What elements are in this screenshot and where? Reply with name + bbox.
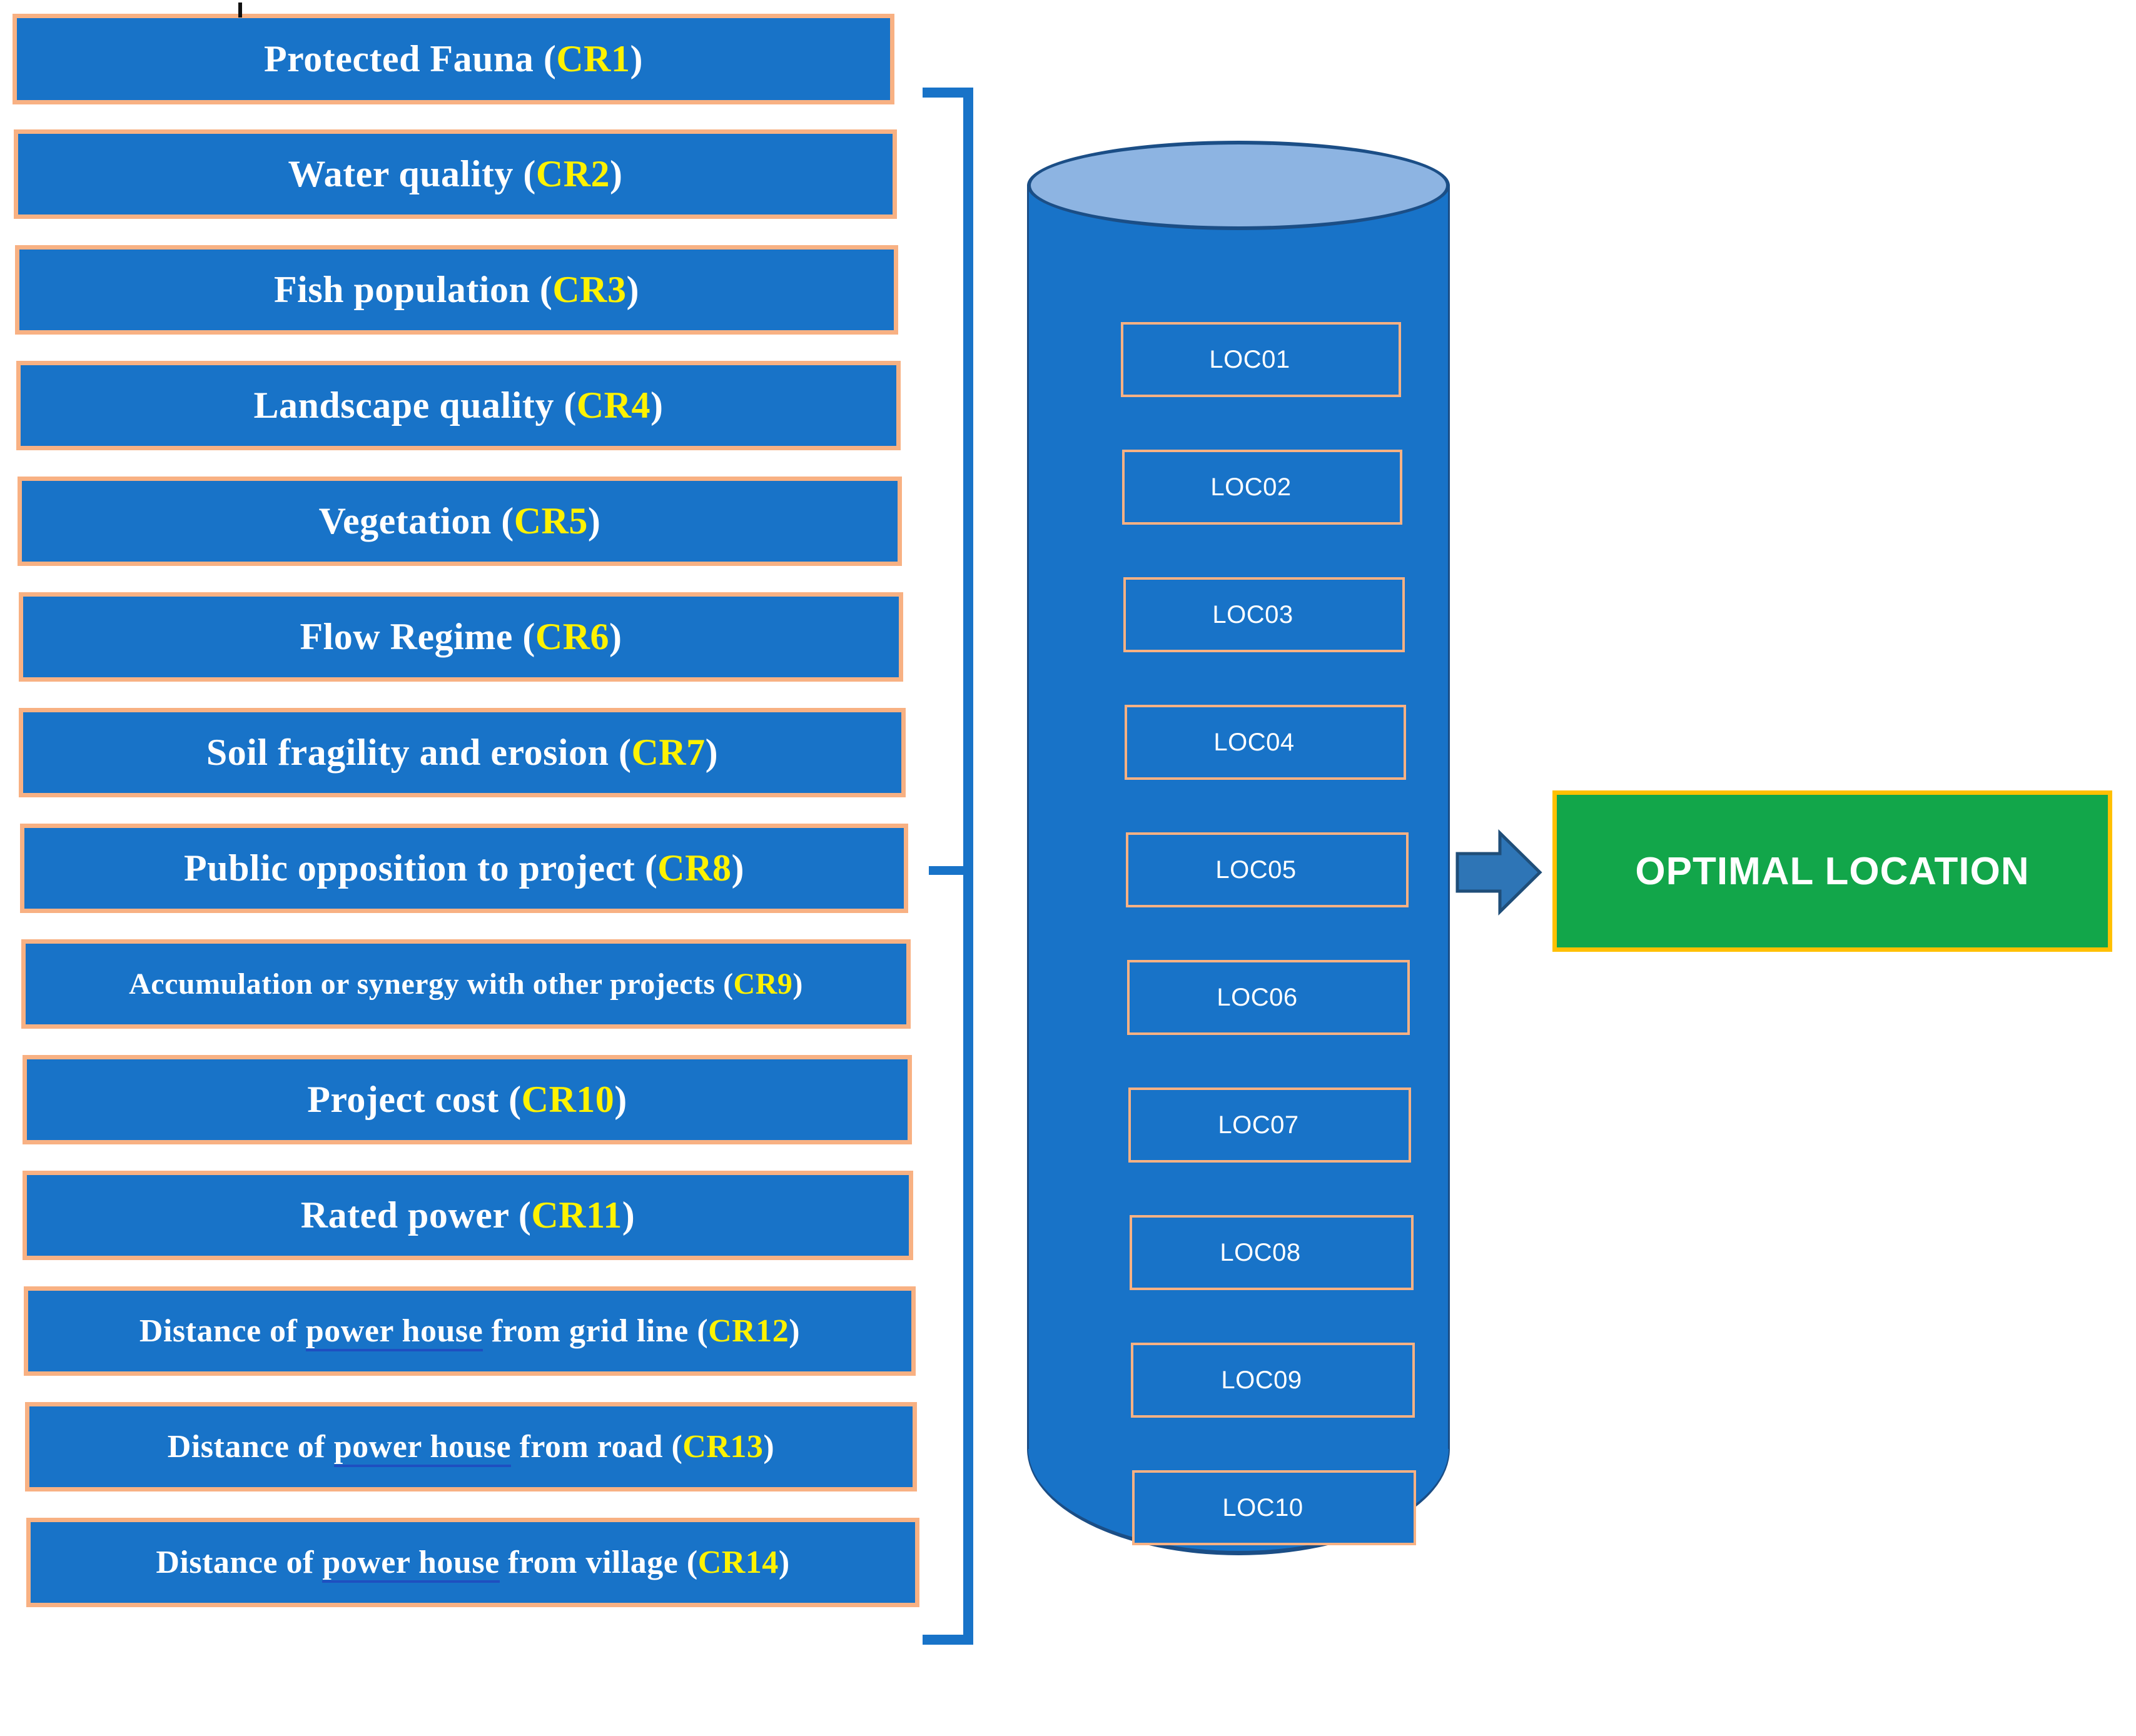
location-label: LOC08 <box>1220 1238 1301 1266</box>
criterion-text: Landscape quality (CR4) <box>253 385 664 426</box>
location-box-loc01: LOC01 <box>1121 322 1401 397</box>
spellcheck-underlined-word: power house <box>305 1313 483 1351</box>
criterion-text: Distance of power house from grid line (… <box>139 1313 800 1351</box>
criterion-text: Protected Fauna (CR1) <box>264 38 643 79</box>
criterion-box-cr5: Vegetation (CR5) <box>18 477 902 566</box>
criterion-code: CR14 <box>697 1545 779 1580</box>
location-box-loc03: LOC03 <box>1123 577 1405 652</box>
criterion-code: CR13 <box>682 1429 764 1465</box>
criterion-text: Soil fragility and erosion (CR7) <box>206 732 719 773</box>
location-box-loc07: LOC07 <box>1128 1088 1411 1163</box>
criterion-box-cr10: Project cost (CR10) <box>23 1055 912 1144</box>
cylinder-sides <box>1027 186 1450 1449</box>
criterion-text: Public opposition to project (CR8) <box>184 847 744 889</box>
spellcheck-underlined-word: power house <box>322 1545 500 1583</box>
criterion-text: Distance of power house from village (CR… <box>156 1544 789 1583</box>
criterion-text: Rated power (CR11) <box>300 1194 635 1236</box>
criterion-box-cr9: Accumulation or synergy with other proje… <box>21 939 911 1029</box>
criterion-text: Project cost (CR10) <box>307 1079 627 1120</box>
criterion-text: Accumulation or synergy with other proje… <box>129 967 803 1001</box>
criterion-box-cr12: Distance of power house from grid line (… <box>24 1286 916 1376</box>
criterion-box-cr7: Soil fragility and erosion (CR7) <box>19 708 906 797</box>
criterion-text: Vegetation (CR5) <box>318 500 601 542</box>
location-label: LOC03 <box>1212 600 1293 628</box>
bracket-spine <box>963 88 973 1645</box>
location-label: LOC10 <box>1222 1493 1303 1522</box>
location-box-loc10: LOC10 <box>1132 1470 1416 1545</box>
location-label: LOC09 <box>1221 1366 1302 1394</box>
location-box-loc02: LOC02 <box>1122 450 1402 525</box>
location-box-loc05: LOC05 <box>1126 832 1409 907</box>
bracket-bottom-arm <box>923 1635 973 1645</box>
criterion-box-cr1: Protected Fauna (CR1) <box>13 14 894 104</box>
optimal-location-label: OPTIMAL LOCATION <box>1635 849 2030 893</box>
bracket-top-arm <box>923 88 973 98</box>
criterion-code: CR2 <box>535 153 610 194</box>
criterion-box-cr2: Water quality (CR2) <box>14 129 897 219</box>
criterion-code: CR7 <box>631 732 706 773</box>
optimal-location-box: OPTIMAL LOCATION <box>1552 790 2112 952</box>
criterion-box-cr14: Distance of power house from village (CR… <box>26 1518 919 1607</box>
criterion-text: Water quality (CR2) <box>288 153 623 194</box>
location-label: LOC05 <box>1215 855 1297 884</box>
location-box-loc09: LOC09 <box>1131 1343 1415 1418</box>
criterion-code: CR9 <box>733 967 793 1001</box>
criterion-box-cr4: Landscape quality (CR4) <box>16 361 901 450</box>
criterion-code: CR3 <box>552 269 627 310</box>
top-tick-mark <box>238 3 242 18</box>
criterion-code: CR10 <box>521 1079 615 1120</box>
location-label: LOC04 <box>1213 728 1295 756</box>
criterion-box-cr8: Public opposition to project (CR8) <box>20 824 908 913</box>
criterion-box-cr3: Fish population (CR3) <box>15 245 898 335</box>
criteria-list: Protected Fauna (CR1) Water quality (CR2)… <box>0 0 938 1736</box>
criterion-box-cr6: Flow Regime (CR6) <box>19 592 903 682</box>
location-box-loc06: LOC06 <box>1127 960 1410 1035</box>
criterion-text: Fish population (CR3) <box>274 269 639 310</box>
criterion-box-cr13: Distance of power house from road (CR13) <box>25 1402 917 1491</box>
location-box-loc04: LOC04 <box>1125 705 1406 780</box>
criterion-box-cr11: Rated power (CR11) <box>23 1171 913 1260</box>
criterion-code: CR12 <box>708 1313 789 1349</box>
criterion-code: CR5 <box>514 500 588 542</box>
criterion-text: Distance of power house from road (CR13) <box>168 1428 774 1467</box>
location-label: LOC06 <box>1217 983 1298 1011</box>
bracket-mid-tick <box>929 866 965 875</box>
flow-arrow-icon <box>1455 825 1542 919</box>
spellcheck-underlined-word: power house <box>333 1429 512 1467</box>
cylinder-top-ellipse <box>1027 141 1450 230</box>
location-label: LOC01 <box>1209 345 1290 373</box>
criterion-code: CR1 <box>556 38 630 79</box>
criterion-code: CR4 <box>576 385 650 426</box>
criterion-code: CR8 <box>657 847 732 889</box>
location-label: LOC07 <box>1218 1111 1299 1139</box>
location-label: LOC02 <box>1210 473 1292 501</box>
grouping-bracket <box>913 88 982 1645</box>
location-box-loc08: LOC08 <box>1130 1215 1414 1290</box>
criterion-code: CR6 <box>535 616 610 657</box>
criterion-code: CR11 <box>531 1194 622 1236</box>
criterion-text: Flow Regime (CR6) <box>300 616 622 657</box>
